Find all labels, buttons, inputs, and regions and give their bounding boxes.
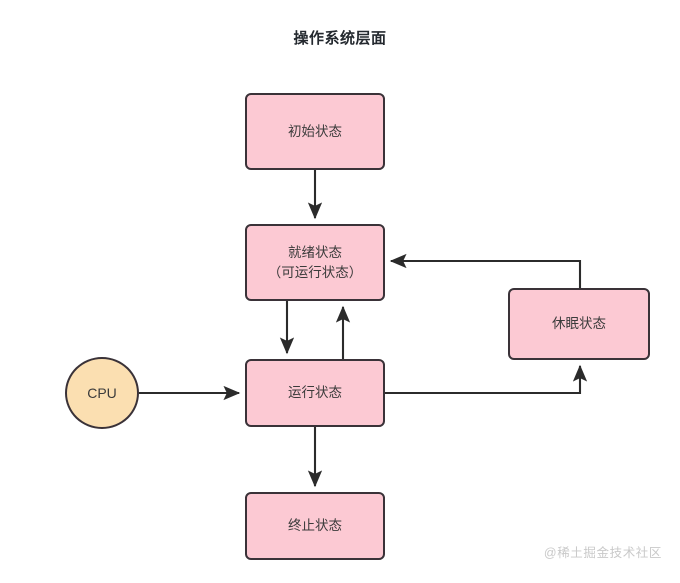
node-cpu[interactable]: CPU (65, 357, 139, 429)
node-terminated-state[interactable]: 终止状态 (245, 492, 385, 560)
node-sleeping-state[interactable]: 休眠状态 (508, 288, 650, 360)
watermark: @稀土掘金技术社区 (543, 546, 662, 560)
node-label: 运行状态 (288, 385, 342, 401)
node-initial-state[interactable]: 初始状态 (245, 93, 385, 170)
node-label: 就绪状态 (288, 244, 342, 260)
node-label: 初始状态 (288, 123, 342, 139)
node-ready-state[interactable]: 就绪状态 （可运行状态） (245, 224, 385, 301)
node-sublabel: （可运行状态） (267, 264, 363, 280)
edge-running-to-sleeping (385, 364, 588, 395)
edge-sleeping-to-ready (389, 253, 582, 288)
page-title: 操作系统层面 (293, 30, 387, 47)
node-label: CPU (87, 384, 117, 401)
node-running-state[interactable]: 运行状态 (245, 359, 385, 427)
node-label: 终止状态 (288, 518, 342, 534)
node-label: 休眠状态 (552, 316, 606, 332)
